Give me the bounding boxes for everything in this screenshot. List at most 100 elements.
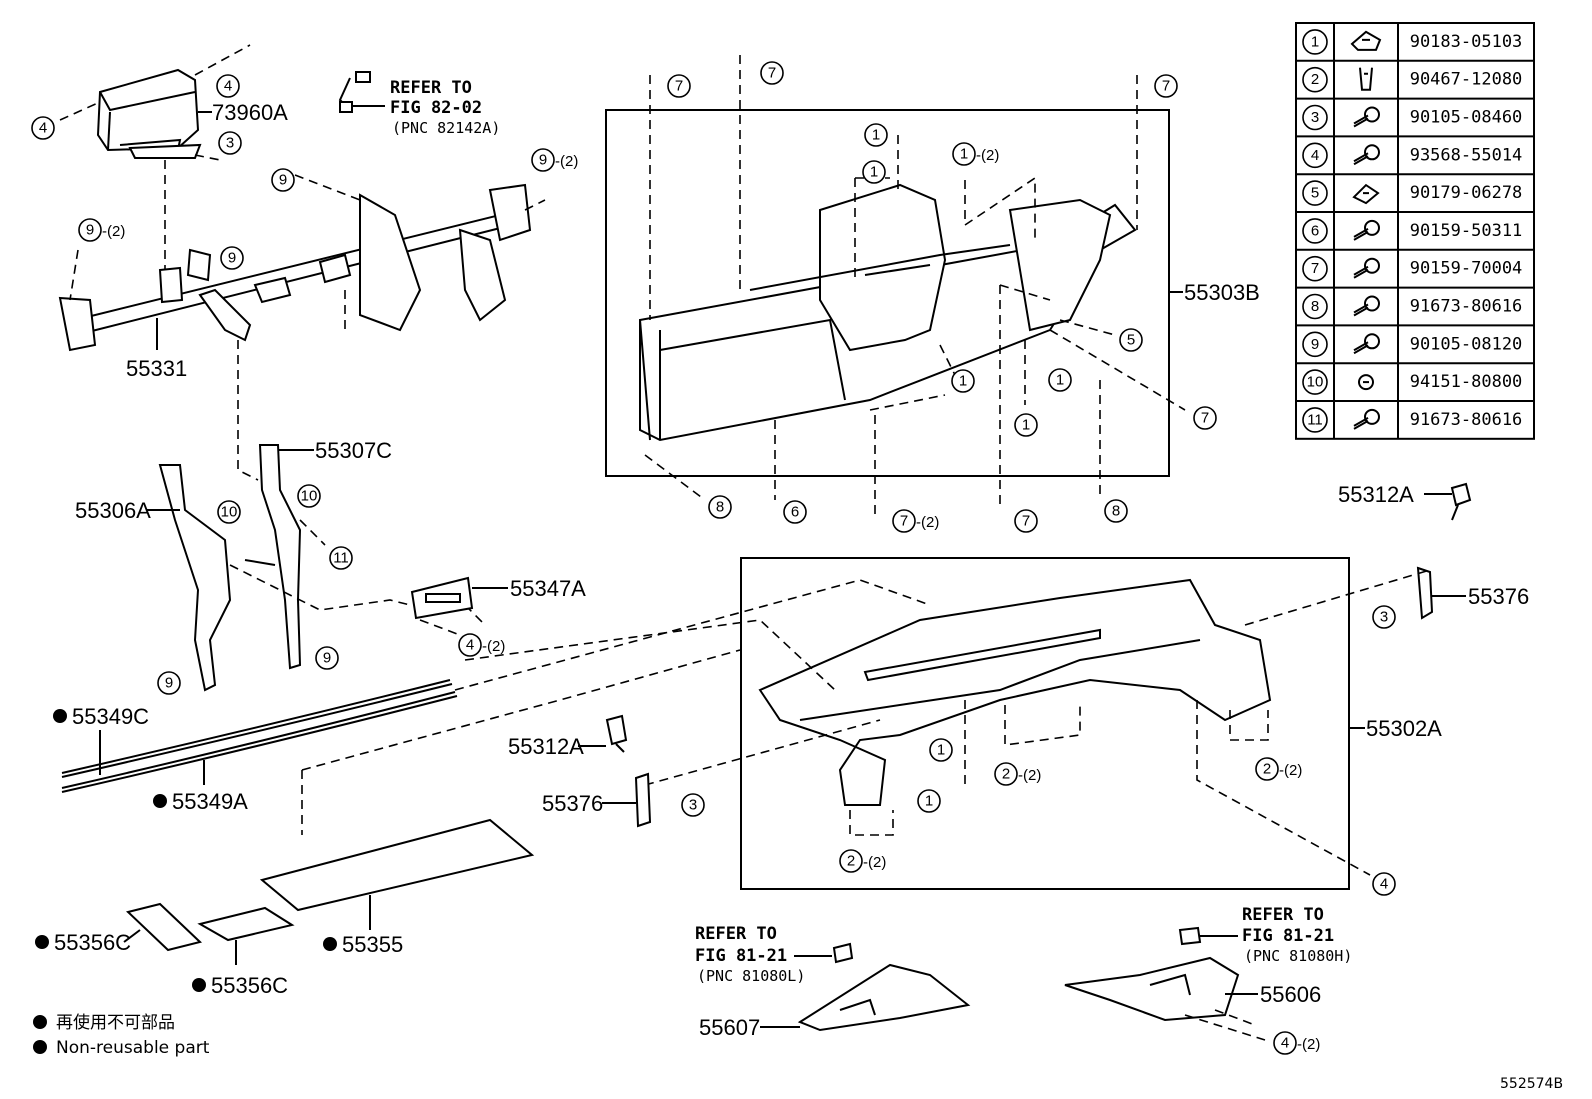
fastener-number-circle: [1302, 104, 1328, 131]
part-number-55355: 55355: [342, 932, 403, 957]
svg-text:7: 7: [1022, 513, 1030, 530]
callout-5: 5: [1119, 328, 1143, 352]
fastener-part-code: 90159-70004: [1410, 259, 1523, 279]
callout-7-b: 7: [760, 61, 784, 85]
screw-icon: [1353, 333, 1380, 355]
svg-text:4: 4: [39, 120, 47, 137]
part-number-55356C-b: 55356C: [211, 973, 288, 998]
callout-2-c: 2: [839, 849, 863, 873]
svg-text:9: 9: [228, 250, 236, 267]
part-number-55307C: 55307C: [315, 438, 392, 463]
callout-2-b: 2: [1255, 757, 1279, 781]
nut-icon: [1358, 374, 1374, 391]
non-reusable-dot: [33, 1040, 47, 1054]
svg-text:8: 8: [716, 499, 724, 516]
fastener-part-code: 90105-08460: [1410, 108, 1523, 128]
svg-text:9: 9: [165, 675, 173, 692]
callout-1-g: 1: [929, 738, 953, 762]
callout-4-top: 4: [216, 74, 240, 98]
callout-3-left: 3: [681, 793, 705, 817]
refer-fig-label-1: FIG 82-02: [390, 98, 482, 118]
non-reusable-dot: [192, 978, 206, 992]
svg-text:4: 4: [224, 78, 232, 95]
svg-text:5: 5: [1127, 332, 1135, 349]
fastener-table-border: [1295, 22, 1535, 440]
qty-label: -(2): [482, 638, 505, 655]
svg-text:8: 8: [1112, 503, 1120, 520]
svg-text:7: 7: [768, 65, 776, 82]
screw-icon: [1353, 257, 1380, 279]
callout-1-h: 1: [917, 789, 941, 813]
callout-8-a: 8: [708, 495, 732, 519]
part-number-55312A-left: 55312A: [508, 734, 584, 759]
fastener-number: 5: [1311, 185, 1319, 202]
nut-clip-icon: [1352, 183, 1380, 205]
non-reusable-dot: [153, 794, 167, 808]
part-number-55303B: 55303B: [1184, 280, 1260, 305]
fastener-number-circle: [1302, 218, 1328, 244]
callout-6: 6: [783, 500, 807, 524]
fastener-number-circle: [1302, 369, 1328, 395]
callout-9-e: 9: [315, 646, 339, 670]
svg-text:1: 1: [872, 127, 880, 144]
screw-icon: [1353, 144, 1380, 166]
callout-1-d: 1: [951, 369, 975, 393]
fastener-number: 10: [1307, 374, 1324, 391]
refer-pnc-label-1: (PNC 82142A): [392, 119, 500, 137]
callout-7-d: 7: [1193, 406, 1217, 430]
screw-icon: [1353, 295, 1380, 317]
fastener-part-code: 90183-05103: [1410, 32, 1523, 52]
svg-text:4: 4: [466, 637, 474, 654]
callout-9-c: 9: [78, 218, 102, 242]
callout-4-left: 4: [31, 116, 55, 140]
svg-text:1: 1: [1022, 417, 1030, 434]
callout-7-a: 7: [667, 74, 691, 98]
clip-55312A-right: [1450, 482, 1472, 521]
callout-4-bottom: 4: [1273, 1031, 1297, 1055]
callout-9-a: 9: [271, 168, 295, 192]
svg-text:2: 2: [1002, 766, 1010, 783]
svg-text:4: 4: [1281, 1035, 1289, 1052]
fastener-part-code: 90105-08120: [1410, 334, 1523, 354]
svg-text:6: 6: [791, 504, 799, 521]
svg-text:4: 4: [1380, 876, 1388, 893]
fastener-number-circle: [1302, 66, 1328, 93]
legend-japanese: 再使用不可部品: [56, 1012, 175, 1033]
svg-text:1: 1: [959, 373, 967, 390]
fastener-number-circle: [1302, 29, 1328, 55]
fastener-number: 11: [1307, 411, 1323, 428]
svg-text:1: 1: [870, 164, 878, 181]
fastener-part-code: 94151-80800: [1410, 372, 1523, 392]
clip-icon: [1359, 67, 1373, 91]
silencer-pads: [125, 818, 535, 952]
refer-to-label-1: REFER TO: [390, 78, 472, 98]
svg-text:3: 3: [689, 797, 697, 814]
clip-nut-icon: [1350, 30, 1382, 51]
callout-3-right: 3: [1372, 605, 1396, 629]
bracket-55347A: [410, 576, 474, 620]
screw-icon: [1353, 219, 1380, 241]
part-number-73960A: 73960A: [212, 100, 288, 125]
side-cover-55376-right: [1416, 566, 1434, 620]
fastener-part-code: 90159-50311: [1410, 221, 1523, 241]
fastener-part-code: 91673-80616: [1410, 297, 1523, 317]
screw-icon: [1353, 408, 1380, 430]
fastener-number-circle: [1302, 142, 1328, 169]
svg-text:10: 10: [221, 504, 238, 521]
refer-fig-label-3: FIG 81-21: [1242, 926, 1334, 946]
part-number-55376-left: 55376: [542, 791, 603, 816]
instrument-panel-upper: [301, 569, 1431, 876]
qty-label: -(2): [976, 147, 999, 164]
svg-text:1: 1: [937, 742, 945, 759]
svg-text:3: 3: [226, 135, 234, 152]
airbag-sensor-assembly: [59, 44, 251, 270]
qty-label: -(2): [916, 514, 939, 531]
fastener-number-circle: [1302, 407, 1328, 433]
callout-10-b: 10: [217, 500, 241, 524]
qty-label: -(2): [1297, 1036, 1320, 1053]
